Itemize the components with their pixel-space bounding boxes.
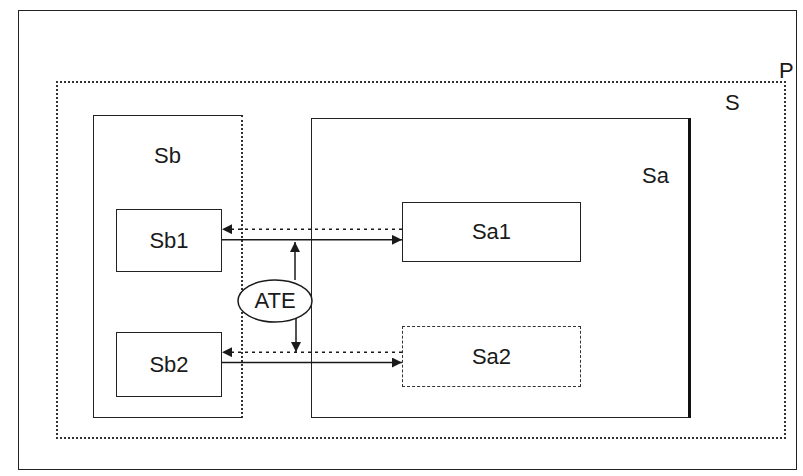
node-label: P bbox=[779, 59, 794, 83]
node-label: S bbox=[725, 91, 740, 115]
node-label: Sa2 bbox=[403, 327, 580, 386]
subsystem-box: SaSa1Sa2 bbox=[311, 118, 691, 418]
node-label: Sa bbox=[642, 164, 669, 188]
ellipse-shape bbox=[238, 280, 312, 322]
signal-arrow bbox=[222, 228, 402, 230]
component-box: Sa1 bbox=[402, 202, 581, 262]
outer-frame: PSSbSb1Sb2SaSa1Sa2ATE bbox=[18, 10, 797, 470]
leader-arrow bbox=[294, 242, 296, 280]
node-label: ATE bbox=[237, 279, 313, 323]
component-box: Sa2 bbox=[402, 326, 581, 387]
subsystem-box: SbSb1Sb2 bbox=[93, 115, 243, 418]
node-label: Sb bbox=[154, 144, 181, 168]
signal-arrow bbox=[222, 239, 402, 241]
node-label: Sa1 bbox=[403, 203, 580, 261]
signal-arrow bbox=[222, 362, 402, 364]
node-label: Sb2 bbox=[117, 333, 221, 396]
connector-group bbox=[222, 229, 402, 362]
signal-arrow bbox=[222, 351, 402, 353]
system-boundary: SSbSb1Sb2SaSa1Sa2ATE bbox=[56, 81, 786, 439]
ate-ellipse: ATE bbox=[237, 279, 313, 323]
leader-arrow bbox=[295, 318, 297, 352]
component-box: Sb2 bbox=[116, 332, 222, 397]
component-box: Sb1 bbox=[116, 209, 222, 272]
node-label: Sb1 bbox=[117, 210, 221, 271]
